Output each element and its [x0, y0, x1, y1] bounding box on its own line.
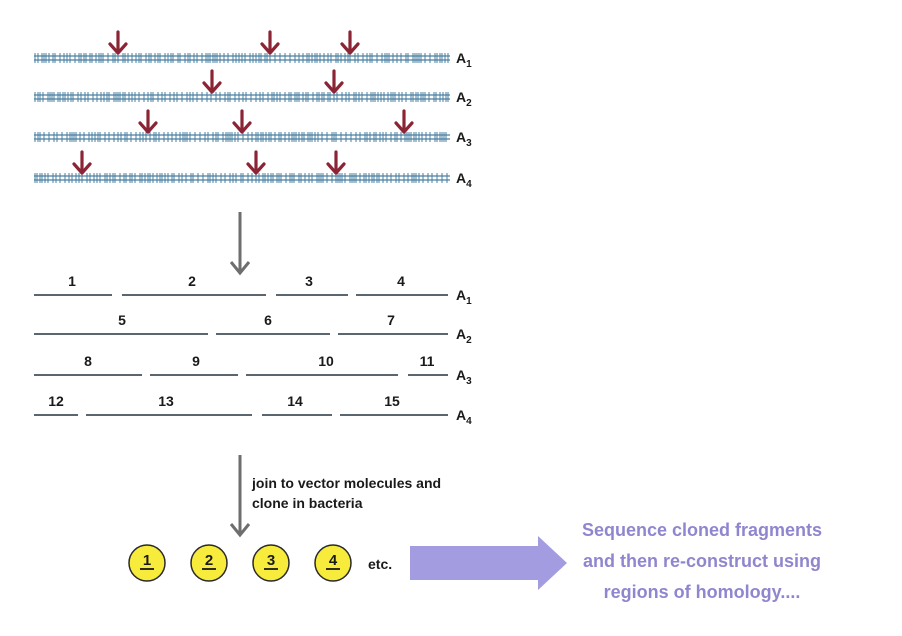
- clone-number: 4: [329, 552, 338, 569]
- fragment-number: 6: [264, 312, 272, 328]
- dna-row-label-a3: A3: [456, 129, 472, 149]
- fragment-number: 7: [387, 312, 395, 328]
- note-line-3: regions of homology....: [604, 582, 801, 602]
- dna-strand: [34, 132, 450, 142]
- cut-sites: [72, 30, 414, 175]
- fragment-number: 1: [68, 273, 76, 289]
- dna-row-label-a1: A1: [456, 50, 472, 70]
- fragment-number: 2: [188, 273, 196, 289]
- fragment-number: 15: [384, 393, 400, 409]
- clones-suffix: etc.: [368, 556, 392, 572]
- clone-circle: 1: [128, 544, 166, 582]
- cut-site-arrow: [260, 30, 280, 55]
- fragment-number: 12: [48, 393, 64, 409]
- note-line-2: and then re-construct using: [583, 551, 821, 571]
- big-right-arrow: [410, 536, 567, 590]
- cut-site-arrow: [202, 69, 222, 94]
- fragment-number: 13: [158, 393, 174, 409]
- cut-site-arrow: [326, 150, 346, 175]
- clone-number: 2: [205, 552, 213, 569]
- dna-row-label-a2: A2: [456, 89, 472, 109]
- fragment-row-labels: A1 A2 A3 A4: [456, 287, 472, 427]
- note-line-1: Sequence cloned fragments: [582, 520, 822, 540]
- dna-strand: [34, 92, 450, 102]
- dna-strand: [34, 53, 450, 63]
- clone-number: 1: [143, 552, 151, 569]
- step-text-line-1: join to vector molecules and: [251, 475, 441, 491]
- fragment-number: 14: [287, 393, 303, 409]
- step-text-line-2: clone in bacteria: [252, 495, 363, 511]
- clone-circle: 2: [190, 544, 228, 582]
- clones: 1 2 3 4: [128, 544, 352, 582]
- dna-molecules: [34, 53, 450, 183]
- cut-site-arrow: [246, 150, 266, 175]
- digest-arrow: [229, 212, 251, 276]
- fragment-row-label-a3: A3: [456, 367, 472, 387]
- fragment-number: 3: [305, 273, 313, 289]
- cut-site-arrow: [394, 109, 414, 134]
- clone-circle: 4: [314, 544, 352, 582]
- cut-site-arrow: [72, 150, 92, 175]
- fragment-number: 5: [118, 312, 126, 328]
- cut-site-arrow: [108, 30, 128, 55]
- cut-site-arrow: [232, 109, 252, 134]
- dna-row-label-a4: A4: [456, 170, 472, 190]
- clone-arrow: [229, 455, 251, 538]
- fragment-number: 11: [420, 353, 435, 369]
- clone-circle: 3: [252, 544, 290, 582]
- fragment-row-label-a1: A1: [456, 287, 472, 307]
- clone-number: 3: [267, 552, 275, 569]
- fragment-number: 8: [84, 353, 92, 369]
- fragment-number: 9: [192, 353, 200, 369]
- fragment-row-label-a2: A2: [456, 326, 472, 346]
- fragment-number: 4: [397, 273, 405, 289]
- dna-row-labels: A1 A2 A3 A4: [456, 50, 472, 190]
- cut-site-arrow: [138, 109, 158, 134]
- fragment-number: 10: [318, 353, 334, 369]
- cut-site-arrow: [324, 69, 344, 94]
- fragment-row-label-a4: A4: [456, 407, 472, 427]
- dna-strand: [34, 173, 450, 183]
- cut-site-arrow: [340, 30, 360, 55]
